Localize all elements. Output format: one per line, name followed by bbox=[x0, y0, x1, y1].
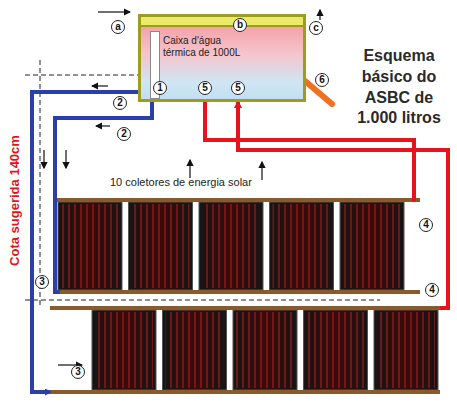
collector-panel bbox=[374, 310, 438, 390]
callout-number: 4 bbox=[419, 218, 433, 232]
collector-fins bbox=[61, 204, 119, 288]
callout-number: b bbox=[233, 18, 247, 32]
height-dimension: Cota sugerida 140cm bbox=[7, 135, 22, 266]
collector-panel bbox=[129, 202, 193, 290]
pipe-connector bbox=[32, 92, 138, 392]
callout-number: c bbox=[309, 21, 323, 35]
collector-panel bbox=[199, 202, 263, 290]
callout-number: 4 bbox=[425, 283, 439, 297]
collector-fins bbox=[343, 204, 401, 288]
collector-fins bbox=[273, 204, 331, 288]
collector-panels bbox=[58, 202, 438, 390]
collector-fins bbox=[202, 204, 260, 288]
collector-panel bbox=[163, 310, 227, 390]
callout-number: 3 bbox=[71, 365, 85, 379]
collector-panel bbox=[304, 310, 368, 390]
collector-panel bbox=[233, 310, 297, 390]
collector-bank: 10 coletores de energia solar bbox=[50, 176, 440, 400]
callout-number: 5 bbox=[198, 81, 212, 95]
cold-pipe bbox=[55, 100, 152, 292]
header-pipes bbox=[50, 200, 440, 392]
collector-panel bbox=[92, 310, 156, 390]
callout-number: 2 bbox=[117, 127, 131, 141]
collector-fins bbox=[377, 312, 435, 388]
callout-number: 1 bbox=[153, 81, 167, 95]
callout-number: a bbox=[111, 20, 125, 34]
node-text: 10 coletores de energia solar bbox=[110, 176, 350, 189]
collector-fins bbox=[132, 204, 190, 288]
collector-fins bbox=[236, 312, 294, 388]
diagram-title: Esquema básico do ASBC de 1.000 litros bbox=[345, 46, 453, 129]
callout-number: 6 bbox=[315, 73, 329, 87]
callout-number: 3 bbox=[35, 275, 49, 289]
node-text: Caixa d'água térmica de 1000L bbox=[163, 35, 249, 59]
collector-panel bbox=[340, 202, 404, 290]
collector-fins bbox=[166, 312, 224, 388]
collector-fins bbox=[95, 312, 153, 388]
callout-number: 2 bbox=[113, 96, 127, 110]
collector-panel bbox=[270, 202, 334, 290]
callout-number: 5 bbox=[231, 81, 245, 95]
pipe-connector bbox=[238, 102, 448, 308]
collector-fins bbox=[307, 312, 365, 388]
collector-panel bbox=[58, 202, 122, 290]
